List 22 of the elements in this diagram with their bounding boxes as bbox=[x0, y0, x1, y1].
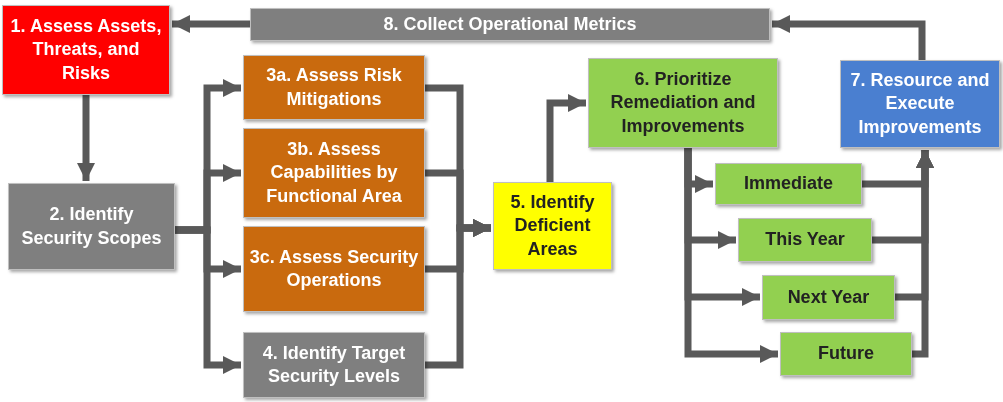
process-box: 4. Identify Target Security Levels bbox=[243, 332, 425, 398]
timeframe-box: This Year bbox=[738, 218, 872, 262]
process-box: 3a. Assess Risk Mitigations bbox=[243, 55, 425, 120]
arrow bbox=[77, 95, 95, 181]
arrow bbox=[172, 15, 250, 33]
process-box: 2. Identify Security Scopes bbox=[8, 183, 175, 270]
arrow bbox=[772, 15, 926, 60]
timeframe-box: Future bbox=[780, 332, 912, 376]
arrow bbox=[912, 150, 934, 358]
process-box: 3b. Assess Capabilities by Functional Area bbox=[243, 128, 425, 218]
arrow bbox=[175, 226, 241, 374]
arrow bbox=[684, 148, 778, 363]
arrow bbox=[546, 94, 586, 182]
arrow bbox=[425, 219, 491, 369]
process-box: 1. Assess Assets, Threats, and Risks bbox=[2, 5, 170, 95]
process-box: 5. Identify Deficient Areas bbox=[493, 182, 612, 270]
timeframe-box: Next Year bbox=[762, 275, 895, 320]
timeframe-box: Immediate bbox=[715, 163, 862, 205]
process-box: 3c. Assess Security Operations bbox=[243, 226, 425, 312]
process-box: 7. Resource and Execute Improvements bbox=[840, 60, 1000, 148]
process-box: 6. Prioritize Remediation and Improvements bbox=[588, 58, 778, 148]
process-bar: 8. Collect Operational Metrics bbox=[250, 8, 770, 41]
